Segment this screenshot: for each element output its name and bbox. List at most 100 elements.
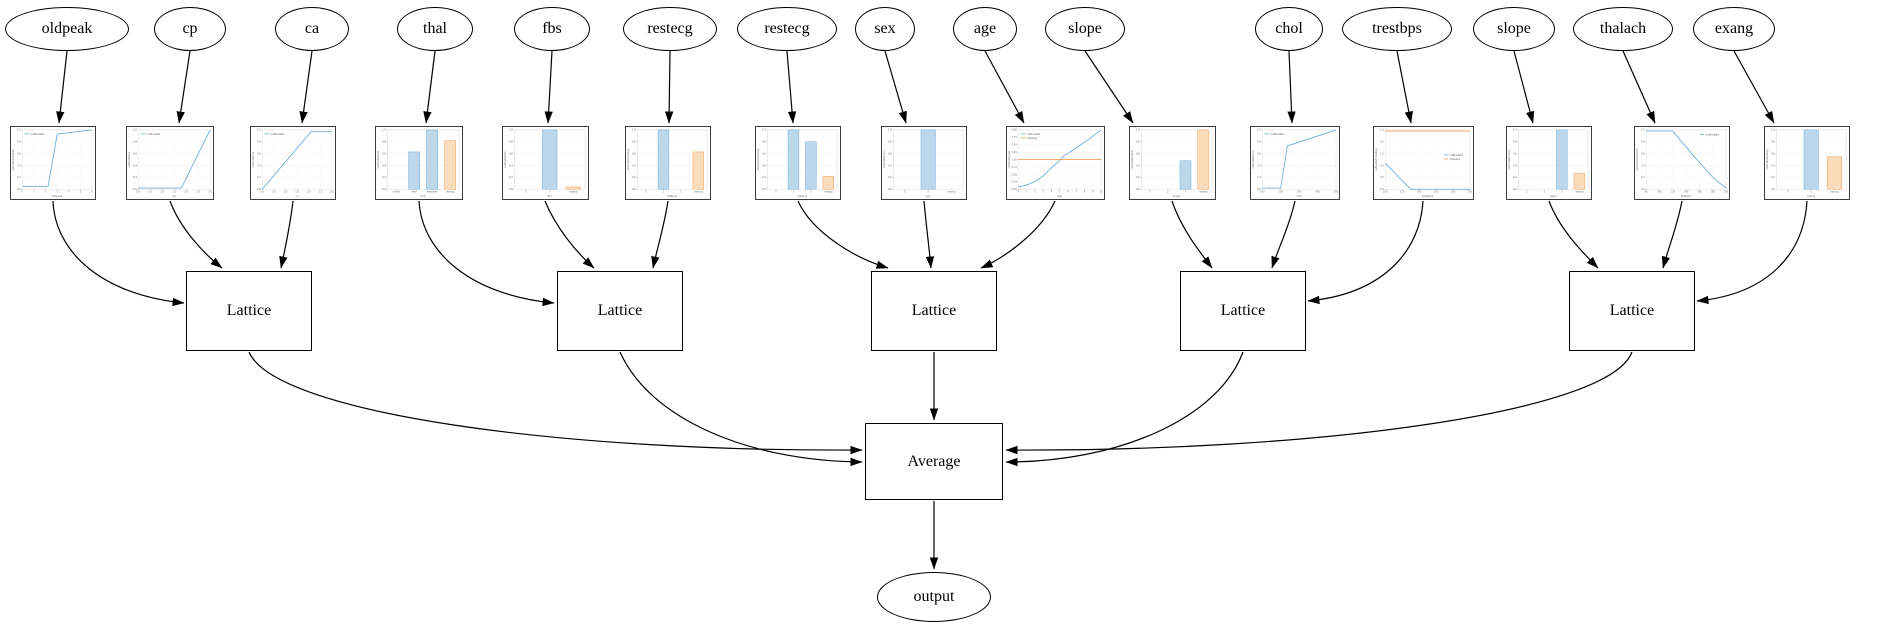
svg-text:0.0: 0.0: [257, 188, 261, 191]
svg-text:2: 2: [1034, 191, 1036, 194]
svg-text:missing: missing: [1830, 191, 1839, 194]
feature-node-sex-8: sex: [855, 7, 915, 51]
svg-text:2: 2: [810, 191, 812, 194]
feature-label: oldpeak: [41, 20, 93, 37]
svg-text:120: 120: [1399, 191, 1404, 194]
svg-text:calibrated trestbps: calibrated trestbps: [1374, 147, 1377, 171]
svg-text:0.2: 0.2: [632, 176, 636, 179]
edge-arrow: [619, 351, 863, 467]
svg-text:0.8: 0.8: [1257, 141, 1261, 144]
edge-arrow: [299, 50, 313, 124]
feature-label: cp: [182, 20, 198, 37]
svg-text:0.2: 0.2: [1771, 176, 1775, 179]
feature-node-chol-11: chol: [1255, 7, 1323, 51]
svg-text:1: 1: [663, 191, 665, 194]
edge-arrow: [1396, 50, 1413, 124]
svg-text:calibrated cp: calibrated cp: [128, 151, 131, 167]
svg-text:80: 80: [1645, 191, 1648, 194]
svg-text:0.0: 0.0: [1257, 188, 1261, 191]
svg-text:1.0: 1.0: [17, 129, 21, 132]
svg-text:1.0: 1.0: [1136, 129, 1140, 132]
edge-arrow: [1696, 200, 1808, 305]
svg-text:normal: normal: [392, 191, 400, 194]
svg-text:slope: slope: [1173, 194, 1181, 198]
svg-text:0.2: 0.2: [1257, 176, 1261, 179]
svg-text:0.0: 0.0: [1771, 188, 1775, 191]
svg-text:calibrated thalach: calibrated thalach: [1636, 148, 1639, 170]
svg-text:0: 0: [21, 191, 23, 194]
svg-text:0.2: 0.2: [1641, 176, 1645, 179]
svg-text:0.4: 0.4: [1771, 164, 1775, 167]
lattice-label: Lattice: [226, 302, 272, 319]
svg-text:missing: missing: [694, 191, 703, 194]
svg-text:0.0: 0.0: [136, 191, 140, 194]
edge-arrow: [984, 50, 1025, 124]
svg-text:0.6: 0.6: [762, 152, 766, 155]
svg-text:2.5: 2.5: [196, 191, 200, 194]
svg-text:0.2: 0.2: [382, 176, 386, 179]
svg-text:0.6: 0.6: [1257, 152, 1261, 155]
svg-text:missing: missing: [446, 191, 455, 194]
svg-text:restecg: restecg: [797, 194, 807, 198]
edge-arrow: [1005, 351, 1633, 455]
edge-arrow: [418, 200, 555, 307]
svg-text:0.6: 0.6: [1771, 152, 1775, 155]
svg-text:0: 0: [1017, 191, 1019, 194]
feature-label: restecg: [647, 20, 693, 37]
svg-text:8: 8: [1083, 191, 1085, 194]
edge-arrow: [169, 200, 223, 269]
svg-text:2.5: 2.5: [319, 191, 323, 194]
feature-label: thal: [423, 20, 447, 37]
feature-label: exang: [1714, 20, 1754, 37]
edge-arrow: [176, 50, 191, 124]
svg-text:missing: missing: [569, 191, 578, 194]
svg-text:0: 0: [525, 191, 527, 194]
feature-node-slope-13: slope: [1473, 7, 1555, 51]
svg-text:0.8: 0.8: [1641, 141, 1645, 144]
svg-text:missing: missing: [947, 191, 956, 194]
svg-text:0.4: 0.4: [632, 164, 636, 167]
svg-text:0.5: 0.5: [272, 191, 276, 194]
output-label: output: [913, 588, 955, 605]
svg-text:4: 4: [68, 191, 70, 194]
svg-text:calibrated slope: calibrated slope: [1508, 149, 1511, 169]
svg-text:missing: missing: [1449, 157, 1459, 161]
svg-text:0.4: 0.4: [1257, 164, 1261, 167]
feature-node-trestbps-12: trestbps: [1342, 7, 1452, 51]
svg-text:0.2: 0.2: [17, 176, 21, 179]
edge-arrow: [544, 50, 553, 124]
lattice-node-3: Lattice: [871, 271, 997, 351]
svg-text:calibrated thal: calibrated thal: [377, 151, 380, 169]
svg-text:0.6: 0.6: [1641, 152, 1645, 155]
svg-text:0.2: 0.2: [257, 176, 261, 179]
svg-text:0.0: 0.0: [1513, 188, 1517, 191]
edge-arrow: [980, 200, 1056, 269]
svg-text:1: 1: [1025, 191, 1027, 194]
svg-text:1.0: 1.0: [284, 191, 288, 194]
edge-arrow: [52, 200, 185, 307]
svg-text:2: 2: [1167, 191, 1169, 194]
svg-text:1: 1: [1149, 191, 1151, 194]
svg-text:0.6: 0.6: [17, 152, 21, 155]
svg-text:0.4: 0.4: [1513, 164, 1517, 167]
svg-text:calibrated: calibrated: [1271, 132, 1285, 136]
edge-arrow: [923, 200, 935, 269]
feature-node-ca-3: ca: [275, 7, 349, 51]
svg-text:0.4: 0.4: [257, 164, 261, 167]
edge-arrow: [884, 50, 907, 124]
edge-arrow: [1005, 351, 1244, 467]
edge-arrow: [56, 50, 68, 124]
feature-node-thal-4: thal: [397, 7, 473, 51]
svg-text:age: age: [1057, 194, 1062, 198]
svg-text:calibrated: calibrated: [271, 132, 285, 136]
feature-label: slope: [1497, 20, 1531, 37]
